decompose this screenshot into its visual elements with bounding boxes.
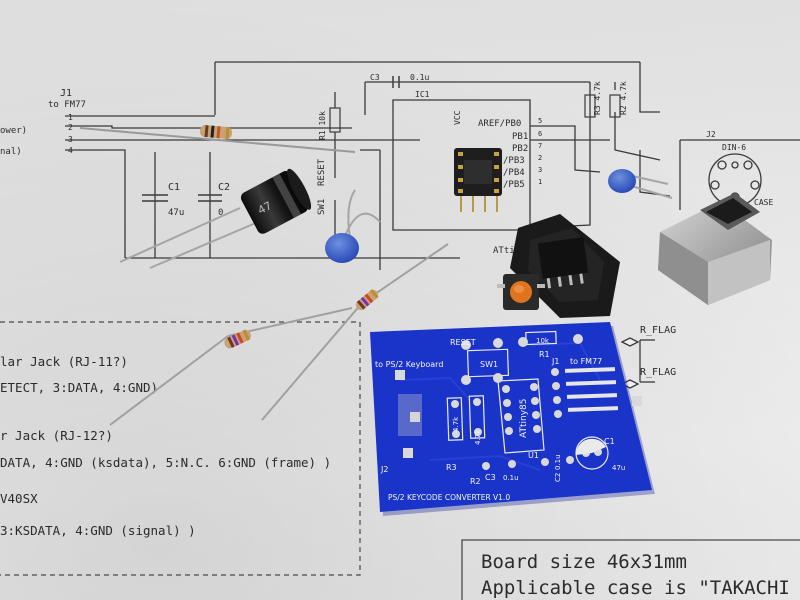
- mini-din-connector: [658, 193, 772, 305]
- note-box-border: [0, 321, 361, 576]
- schematic-r1: [329, 107, 341, 133]
- c2-value: 0: [218, 208, 223, 218]
- cap-marking: 47: [256, 199, 274, 217]
- c3-value: 0.1u: [410, 73, 429, 82]
- note-line-5: V40SX: [0, 491, 38, 506]
- flag-1: R_FLAG: [640, 325, 676, 336]
- j1-pin-1: 1: [68, 113, 73, 122]
- info-box-text: Board size 46x31mm Applicable case is "T…: [481, 551, 790, 599]
- pcb-c1-value: 47u: [612, 464, 625, 472]
- pcb-j1: J1: [551, 357, 559, 366]
- schematic-din6: [679, 139, 800, 210]
- pin-pb4: /PB4: [503, 168, 525, 178]
- info-box-border: [461, 539, 800, 600]
- c1-label: C1: [168, 182, 180, 193]
- attiny-partial: ATti: [493, 246, 515, 256]
- note-line-1: lar Jack (RJ-11?): [0, 354, 128, 369]
- blue-pcb: RESET to PS/2 Keyboard SW1 R1 10k J1 to …: [370, 322, 655, 516]
- j2-label: J2: [706, 130, 716, 139]
- pcb-title: PS/2 KEYCODE CONVERTER V1.0: [388, 493, 510, 502]
- pcb-j2: J2: [380, 465, 388, 474]
- pcb-r1-value: 10k: [536, 337, 550, 345]
- pcb-reset: RESET: [450, 338, 476, 347]
- pcb-r1: R1: [539, 350, 550, 359]
- ceramic-cap-right: [608, 169, 673, 199]
- pin-pb3: /PB3: [503, 156, 525, 166]
- pcb-r3-value: 4.7k: [452, 416, 460, 432]
- pin-num-1: 1: [538, 178, 542, 186]
- schematic-caps: [142, 76, 400, 202]
- pcb-c2-value: 0.1u: [554, 454, 562, 470]
- vcc-label: VCC: [453, 110, 462, 125]
- pin-pb5: /PB5: [503, 180, 525, 190]
- pcb-chip: ATtiny85: [519, 399, 529, 438]
- pin-pb2: PB2: [512, 144, 528, 154]
- ic1-label: IC1: [415, 90, 430, 99]
- pcb-u1: U1: [528, 451, 539, 460]
- pcb-r3: R3: [446, 463, 457, 472]
- sw1-label: SW1: [317, 199, 327, 215]
- c2-label: C2: [218, 182, 230, 193]
- reset-label: RESET: [317, 158, 327, 186]
- tact-switch: [497, 274, 545, 310]
- schematic-r2: [609, 94, 621, 118]
- power-tail: ower): [0, 126, 27, 136]
- c1-value: 47u: [168, 208, 184, 218]
- r3-label: R3 4.7k: [593, 81, 602, 115]
- board-size: Board size 46x31mm: [481, 551, 687, 573]
- pin-num-2: 2: [538, 154, 542, 162]
- schematic-wires: [65, 61, 671, 383]
- note-line-4: DATA, 4:GND (ksdata), 5:N.C. 6:GND (fram…: [0, 455, 331, 470]
- r2-label: R2 4.7k: [619, 81, 628, 115]
- resistor-top: [79, 125, 356, 153]
- note-line-6: 3:KSDATA, 4:GND (signal) ): [0, 523, 196, 538]
- j1-ref: J1: [60, 88, 72, 99]
- note-line-2: ETECT, 3:DATA, 4:GND): [0, 380, 158, 395]
- case-label: CASE: [754, 198, 773, 207]
- j1-to: to FM77: [48, 100, 86, 110]
- pcb-r2-value: 4.7k: [474, 429, 482, 445]
- pin-num-5: 5: [538, 117, 542, 125]
- pcb-to-ps2: to PS/2 Keyboard: [375, 360, 443, 369]
- pin-num-6: 6: [538, 130, 542, 138]
- din-label: DIN-6: [722, 143, 746, 152]
- j1-pin-4: 4: [68, 146, 73, 155]
- resistor-diagonal-1: [109, 307, 353, 426]
- c3-label: C3: [370, 73, 380, 82]
- pcb-c3: C3: [485, 473, 496, 482]
- pin-pb1: PB1: [512, 132, 528, 142]
- schematic-labels: J1 to FM77 1 2 3 4 ower) nal) C1 47u C2 …: [0, 73, 773, 378]
- pcb-c3-value: 0.1u: [503, 474, 519, 482]
- schematic-r3: [584, 94, 596, 118]
- resistor-diagonal-2: [261, 243, 449, 421]
- pcb-sw1: SW1: [480, 360, 498, 369]
- electrolytic-capacitor: 47: [119, 168, 312, 269]
- signal-tail: nal): [0, 147, 22, 157]
- j1-pin-2: 2: [68, 123, 73, 132]
- pcb-c1: C1: [604, 437, 615, 446]
- note-text: lar Jack (RJ-11?) ETECT, 3:DATA, 4:GND) …: [0, 354, 331, 538]
- pcb-to-fm77: to FM77: [570, 357, 602, 366]
- pin-pb0: AREF/PB0: [478, 119, 521, 129]
- flag-2: R_FLAG: [640, 367, 676, 378]
- pcb-c2: C2: [554, 473, 562, 482]
- ic-socket: [454, 148, 502, 212]
- pcb-r2: R2: [470, 477, 481, 486]
- applicable-case: Applicable case is "TAKACHI: [481, 577, 790, 599]
- pin-num-3: 3: [538, 166, 542, 174]
- r1-label: R1 10k: [318, 111, 327, 140]
- pin-num-7: 7: [538, 142, 542, 150]
- note-line-3: r Jack (RJ-12?): [0, 428, 113, 443]
- ceramic-cap-left: [325, 189, 381, 263]
- j1-pin-3: 3: [68, 135, 73, 144]
